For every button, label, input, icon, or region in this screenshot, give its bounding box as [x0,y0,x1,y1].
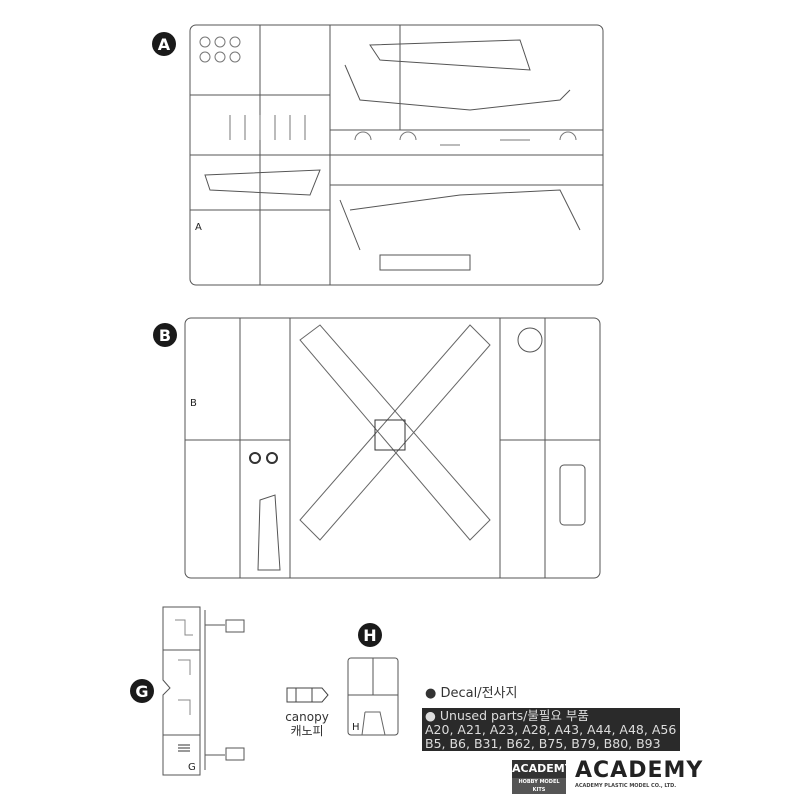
academy-wordmark-logo: ACADEMY ACADEMY PLASTIC MODEL CO., LTD. [575,760,703,790]
wordmark-subtext: ACADEMY PLASTIC MODEL CO., LTD. [575,783,677,789]
academy-badge-logo: ACADEMY HOBBY MODEL KITS [512,760,573,794]
badge-subtext: HOBBY MODEL KITS [512,778,566,794]
unused-parts-line-a: A20, A21, A23, A28, A43, A44, A48, A56 [425,722,677,737]
canopy-label-ko: 캐노피 [290,724,324,738]
canopy-label-en: canopy [285,710,329,724]
sprue-h-badge: H [358,623,382,647]
sprue-b-corner-label: B [190,398,197,409]
canopy-part [286,687,329,703]
sprue-h-corner-label: H [352,722,360,733]
sprue-g-badge: G [130,679,154,703]
canopy-caption: canopy 캐노피 [282,710,332,738]
sprue-g-frame [162,606,245,776]
unused-parts-box: ● Unused parts/불필요 부품 A20, A21, A23, A28… [422,708,680,751]
badge-text: ACADEMY [512,762,573,775]
unused-parts-title: ● Unused parts/불필요 부품 [425,708,589,723]
sprue-h-frame [347,657,399,736]
sprue-b-badge: B [153,323,177,347]
unused-parts-line-b: B5, B6, B31, B62, B75, B79, B80, B93 [425,736,661,751]
sprue-a-corner-label: A [195,222,202,233]
sprue-a-frame [189,24,604,286]
sprue-a-badge: A [152,32,176,56]
sprue-g-corner-label: G [188,762,196,773]
sprue-b-frame [184,317,601,579]
decal-note: ● Decal/전사지 [425,686,518,701]
wordmark-text: ACADEMY [575,758,704,783]
